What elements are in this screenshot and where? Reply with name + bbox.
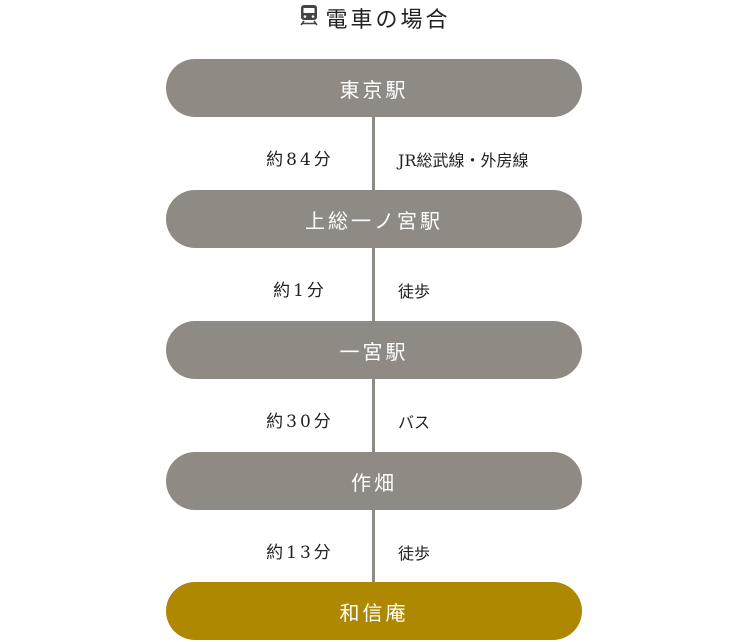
- train-icon: [299, 4, 319, 32]
- station-kazusa-ichinomiya: 上総一ノ宮駅: [166, 190, 582, 248]
- segment-mode: バス: [398, 413, 431, 432]
- segment-duration: 約1分: [273, 281, 327, 301]
- title-text: 電車の場合: [325, 8, 451, 33]
- segment-mode: 徒歩: [398, 544, 431, 563]
- destination-washinan: 和信庵: [166, 582, 582, 640]
- station-ichinomiya: 一宮駅: [166, 321, 582, 379]
- page-title: 電車の場合: [0, 2, 750, 34]
- station-tokyo: 東京駅: [166, 59, 582, 117]
- segment-mode: JR総武線・外房線: [398, 151, 529, 170]
- segment-duration: 約30分: [266, 412, 334, 432]
- segment-mode: 徒歩: [398, 282, 431, 301]
- segment-duration: 約84分: [266, 150, 334, 170]
- segment-duration: 約13分: [266, 543, 334, 563]
- station-sakuhata: 作畑: [166, 452, 582, 510]
